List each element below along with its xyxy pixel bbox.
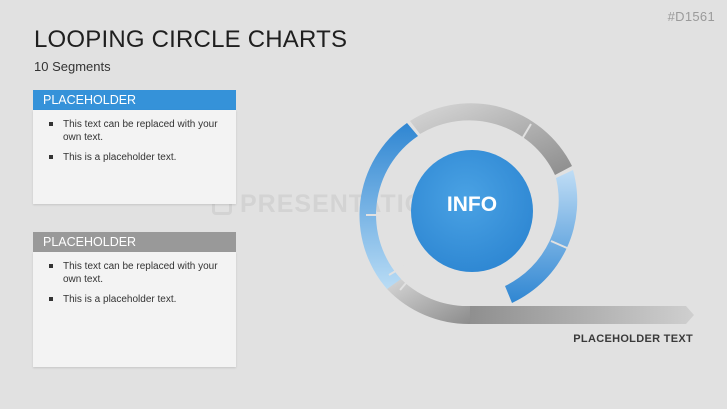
segment-dividers [366, 123, 568, 291]
slide-id: #D1561 [667, 9, 715, 24]
segment-top-gray [410, 103, 572, 175]
bullet-item: This is a placeholder text. [45, 293, 228, 306]
panel-body: This text can be replaced with your own … [33, 252, 236, 367]
arrow-tail [470, 306, 694, 324]
bullet-list: This text can be replaced with your own … [45, 118, 228, 164]
panel-header: PLACEHOLDER [33, 232, 236, 252]
panel-header: PLACEHOLDER [33, 90, 236, 110]
bullet-item: This text can be replaced with your own … [45, 118, 228, 144]
segment-bottom-gray [387, 276, 470, 325]
placeholder-panel-blue: PLACEHOLDER This text can be replaced wi… [33, 90, 236, 204]
slide-subtitle: 10 Segments [34, 59, 111, 74]
bullet-list: This text can be replaced with your own … [45, 260, 228, 306]
panel-body: This text can be replaced with your own … [33, 110, 236, 204]
placeholder-panel-gray: PLACEHOLDER This text can be replaced wi… [33, 232, 236, 367]
center-label: INFO [446, 193, 498, 216]
slide-title: LOOPING CIRCLE CHARTS [34, 26, 348, 53]
bullet-item: This text can be replaced with your own … [45, 260, 228, 286]
bullet-item: This is a placeholder text. [45, 151, 228, 164]
segment-right-blue [505, 170, 578, 303]
arrow-label: PLACEHOLDER TEXT [573, 333, 693, 345]
center-circle [411, 150, 533, 272]
segment-left-blue [359, 123, 418, 289]
